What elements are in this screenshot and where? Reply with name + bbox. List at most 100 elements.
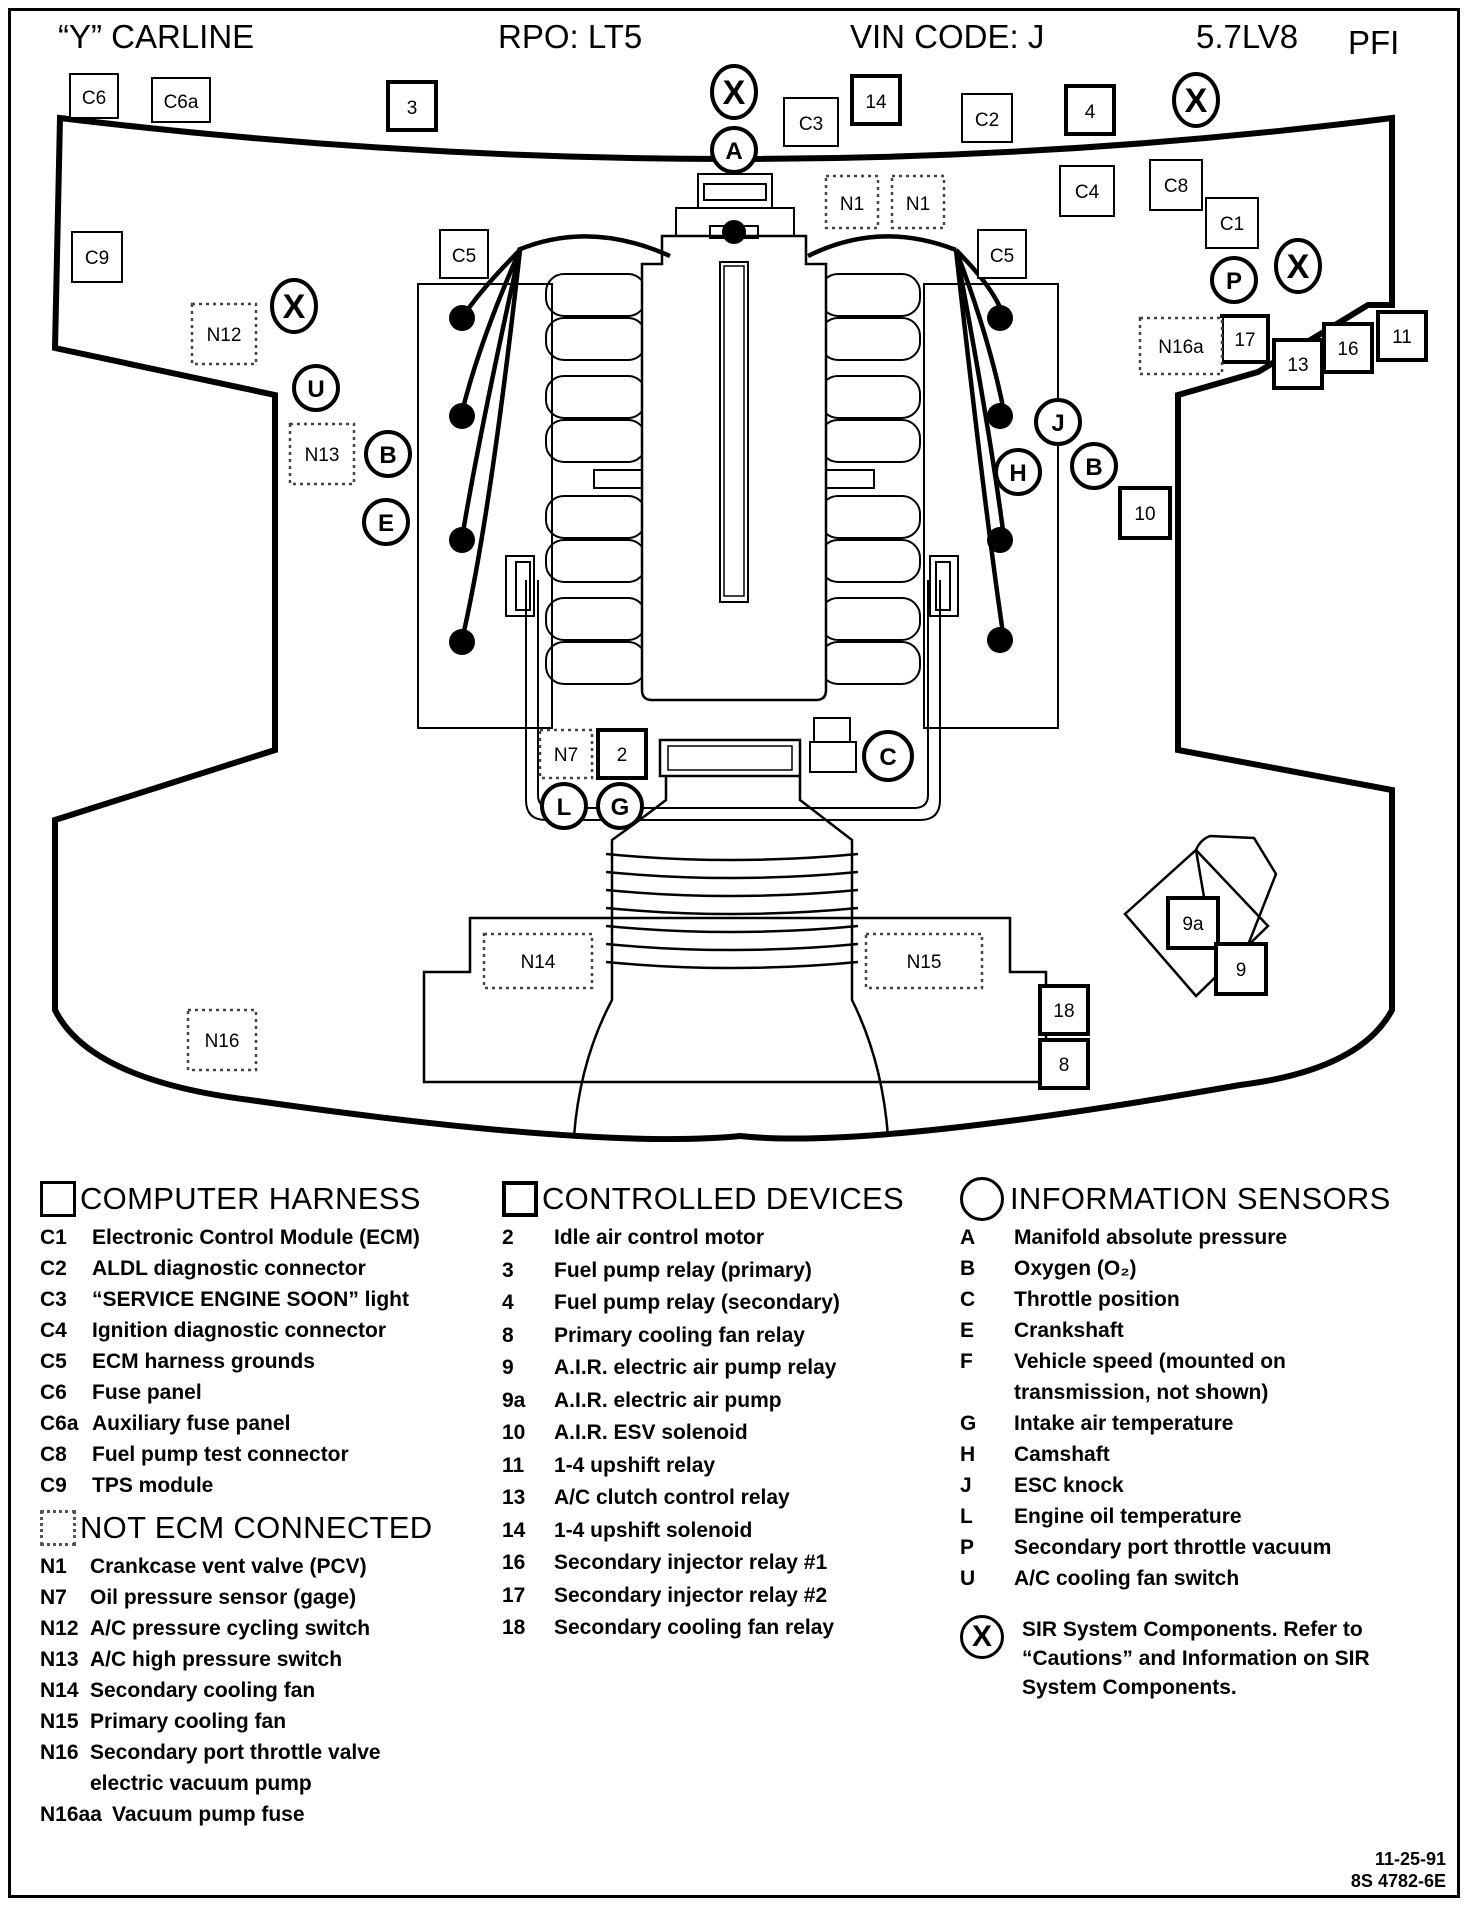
label-17: 17 — [1234, 330, 1255, 351]
legend-item-code: 18 — [502, 1616, 526, 1639]
label-c6a: C6a — [164, 92, 199, 113]
legend-item-description: Secondary port throttle valve — [90, 1741, 381, 1764]
vin-code: VIN CODE: J — [850, 18, 1045, 55]
device-9-box — [1214, 942, 1268, 996]
device-10-box — [1118, 486, 1172, 540]
legend-item-code: C6a — [40, 1412, 79, 1435]
legend-item-code: N1 — [40, 1555, 67, 1578]
legend-item-code: N16aa — [40, 1803, 102, 1826]
vehicle-body-outline — [51, 114, 1395, 1143]
c2-box — [961, 93, 1013, 143]
n12-box — [190, 302, 258, 366]
sir-x-mark-right — [1274, 238, 1322, 294]
label-j: J — [1051, 410, 1064, 437]
legend-item-description: Oxygen (O₂) — [1014, 1257, 1137, 1280]
sensor-h-circle — [994, 448, 1042, 496]
legend-item-code: C5 — [40, 1350, 67, 1373]
legend-item: N1 Crankcase vent valve (PCV) — [40, 1551, 432, 1582]
legend-item-code: 10 — [502, 1421, 526, 1444]
legend-item-description: Vacuum pump fuse — [112, 1803, 305, 1826]
label-n15: N15 — [907, 952, 942, 973]
n16-box — [186, 1008, 258, 1072]
label-4: 4 — [1085, 102, 1096, 123]
legend-item-description: Fuel pump test connector — [92, 1443, 349, 1466]
legend-title: INFORMATION SENSORS — [1010, 1181, 1391, 1216]
legend-item-code: C8 — [40, 1443, 67, 1466]
label-n16: N16 — [205, 1031, 240, 1052]
legend-item-description: Camshaft — [1014, 1443, 1110, 1466]
legend-item-code: 8 — [502, 1323, 514, 1347]
legend-title: NOT ECM CONNECTED — [80, 1510, 433, 1545]
sensor-a-circle — [710, 126, 758, 174]
legend-item-description: Vehicle speed (mounted on — [1014, 1350, 1286, 1373]
legend-item-description: Secondary injector relay #1 — [554, 1551, 828, 1574]
legend-item-description: electric vacuum pump — [90, 1772, 312, 1795]
carline-title: “Y” CARLINE — [58, 18, 255, 55]
intake-base — [525, 580, 941, 821]
stamp-date: 11-25-91 — [1374, 1849, 1446, 1869]
legend-item-code: 9a — [502, 1388, 526, 1412]
label-c5-right: C5 — [990, 246, 1014, 267]
legend-item: C8 Fuel pump test connector — [40, 1439, 432, 1470]
c5-right-box — [977, 229, 1027, 279]
label-14-top: 14 — [865, 92, 887, 113]
legend-item-description: A/C cooling fan switch — [1014, 1567, 1240, 1590]
legend-item-code: E — [960, 1319, 975, 1342]
device-2-box — [596, 728, 648, 780]
label-b-right: B — [1085, 454, 1102, 481]
label-n14: N14 — [521, 952, 556, 973]
legend-item-description: Primary cooling fan — [90, 1710, 287, 1733]
legend-item-code: U — [960, 1567, 976, 1590]
legend-item-code: 4 — [502, 1291, 514, 1314]
label-c: C — [879, 744, 896, 771]
label-g: G — [611, 794, 630, 821]
device-8-box — [1038, 1038, 1090, 1090]
sir-x-symbol: X — [960, 1615, 1004, 1659]
label-c5-left: C5 — [452, 246, 476, 267]
device-11-box — [1376, 310, 1428, 362]
label-l: L — [557, 794, 572, 821]
legend-item-description: TPS module — [92, 1474, 214, 1497]
device-14-box — [850, 74, 902, 126]
intake-plenum — [640, 234, 828, 702]
label-3: 3 — [407, 98, 418, 119]
intake-bellows — [605, 852, 859, 970]
legend-item: C3“SERVICE ENGINE SOON” light — [40, 1284, 432, 1315]
legend-item-description: 1-4 upshift solenoid — [554, 1518, 753, 1542]
device-16-box — [1322, 322, 1374, 374]
right-engine-panel — [923, 283, 1059, 729]
legend-item: N16 Secondary port throttle valve — [40, 1737, 432, 1768]
device-3-box — [386, 80, 438, 132]
legend-item-description: Crankcase vent valve (PCV) — [90, 1555, 367, 1578]
sensor-u-circle — [292, 364, 340, 412]
legend-item-code: 3 — [502, 1258, 514, 1282]
legend-item-description: Throttle position — [1014, 1288, 1180, 1311]
legend-item-description: A.I.R. electric air pump relay — [554, 1356, 837, 1379]
solid-box-symbol — [40, 1181, 76, 1217]
legend-item-code: N7 — [40, 1586, 67, 1609]
n7-box — [538, 728, 594, 780]
label-x-top: X — [723, 74, 746, 112]
legend-item: N16aa Vacuum pump fuse — [40, 1799, 432, 1830]
legend-title: COMPUTER HARNESS — [80, 1181, 421, 1216]
label-x-left: X — [283, 288, 306, 326]
legend-item-description: Oil pressure sensor (gage) — [90, 1586, 357, 1609]
legend-item-code: 13 — [502, 1486, 526, 1509]
n16a-box — [1138, 316, 1224, 376]
air-intake-duct — [572, 776, 890, 1137]
c3-box — [783, 97, 839, 147]
legend-item-description: Ignition diagnostic connector — [92, 1319, 386, 1342]
c4-box — [1059, 165, 1115, 217]
c9-box — [71, 231, 123, 283]
legend-item-code: N16 — [40, 1741, 79, 1764]
c5-left-box — [439, 229, 489, 279]
stamp-code: 8S 4782-6E — [1350, 1871, 1446, 1891]
n14-box — [482, 932, 594, 990]
